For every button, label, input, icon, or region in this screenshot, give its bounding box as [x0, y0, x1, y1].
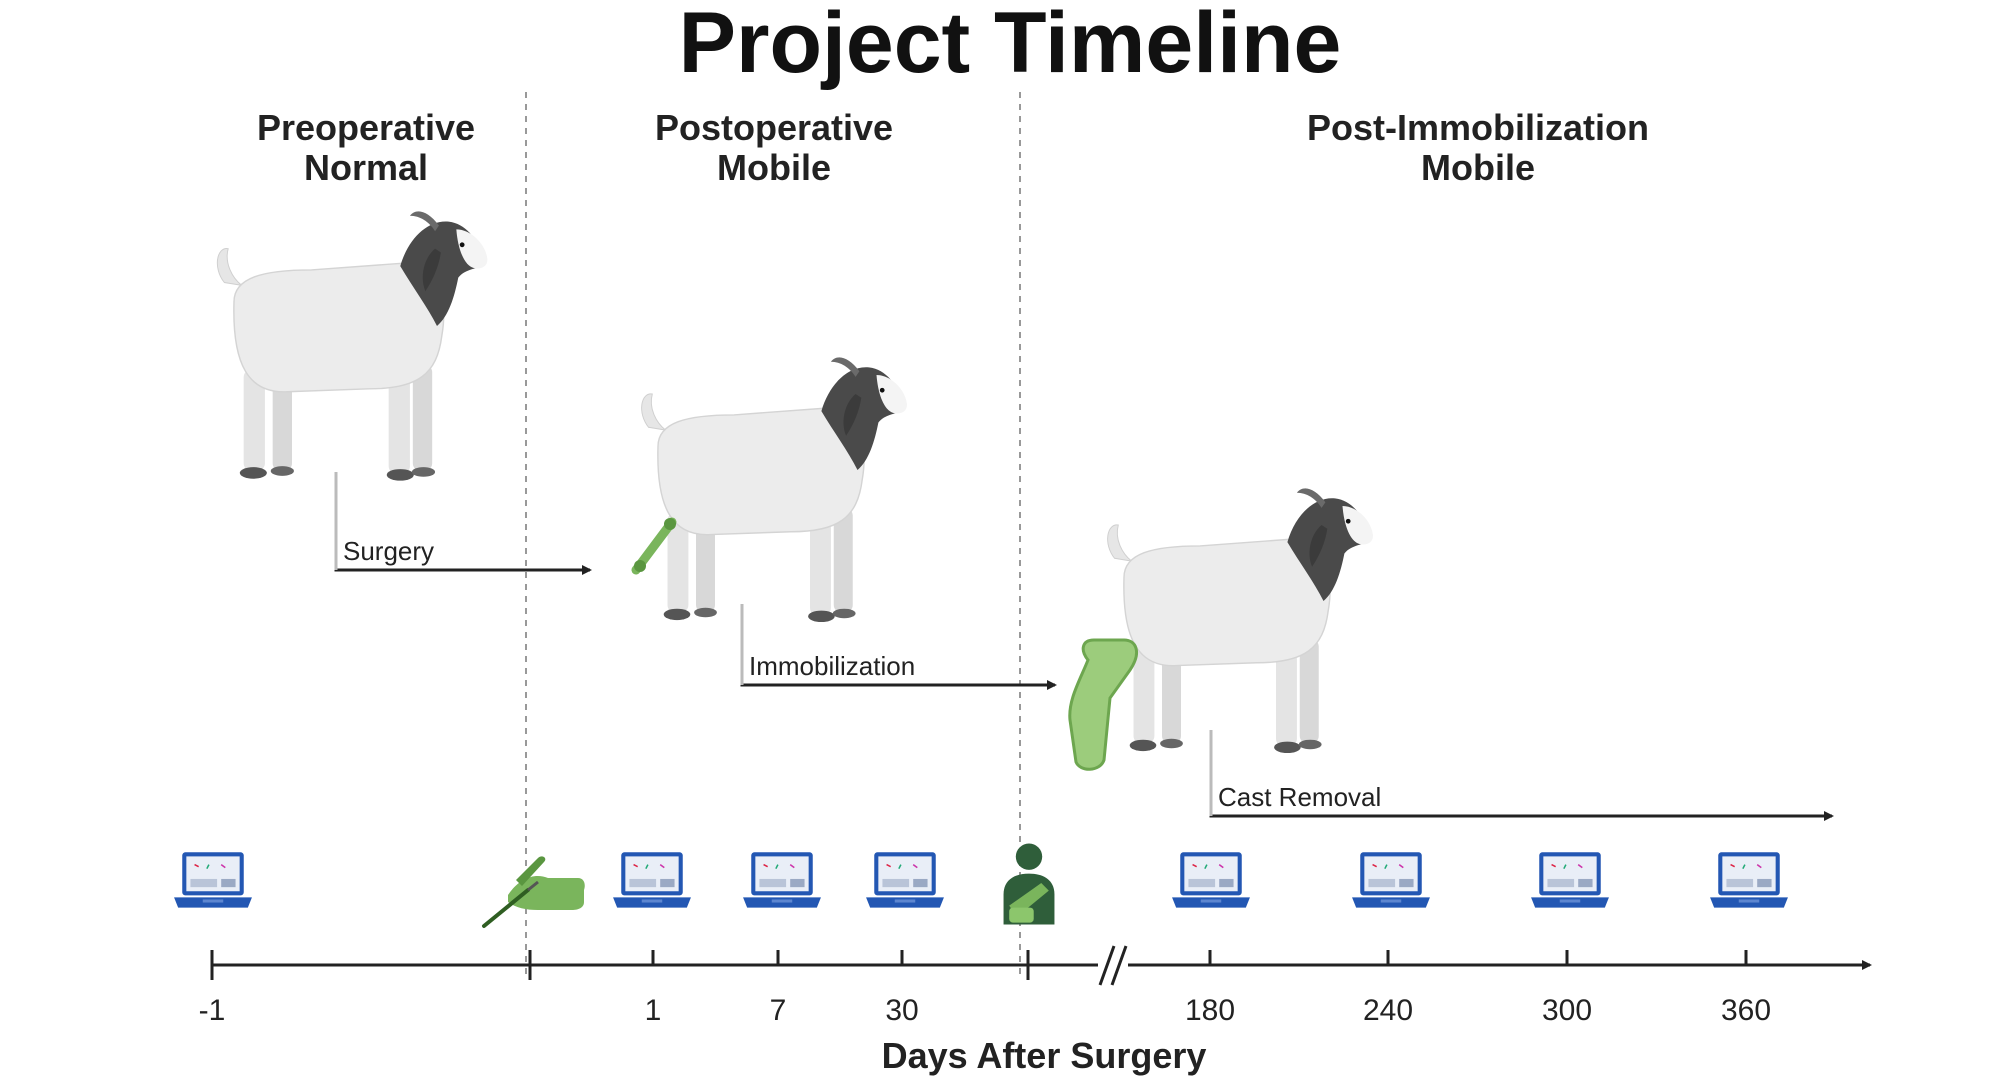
- event-label: Cast Removal: [1218, 782, 1381, 812]
- event-label: Surgery: [343, 536, 434, 566]
- phase-preoperative: Preoperative Normal: [257, 107, 475, 188]
- goat-icon: [216, 210, 489, 482]
- person-arm-sling-icon: [1003, 843, 1055, 925]
- scalpel-glove-icon: [482, 854, 587, 928]
- goat-icon: [1106, 487, 1374, 754]
- leg-cast-icon: [1068, 638, 1139, 771]
- goat-icon: [640, 356, 908, 623]
- tick-label: 300: [1542, 994, 1592, 1027]
- implant-icon: [631, 517, 677, 575]
- axis-label: Days After Surgery: [882, 1035, 1207, 1076]
- phase-title-line1: Post-Immobilization: [1307, 107, 1649, 148]
- tick-label: -1: [199, 994, 226, 1027]
- laptop-icon: [1709, 851, 1789, 909]
- phase-postoperative: Postoperative Mobile: [655, 107, 893, 188]
- phase-post-immobilization: Post-Immobilization Mobile: [1307, 107, 1649, 188]
- laptop-icon: [1530, 851, 1610, 909]
- laptop-icon: [173, 851, 253, 909]
- phase-title-line2: Mobile: [717, 147, 831, 188]
- tick-label: 360: [1721, 994, 1771, 1027]
- phase-title-line1: Postoperative: [655, 107, 893, 148]
- laptop-icon: [865, 851, 945, 909]
- laptop-icon: [742, 851, 822, 909]
- event-cast-removal: Cast Removal: [1209, 730, 1834, 821]
- axis-break-icon: [1098, 945, 1128, 986]
- event-label: Immobilization: [749, 651, 915, 681]
- event-immobilization: Immobilization: [740, 604, 1057, 690]
- phase-title-line2: Mobile: [1421, 147, 1535, 188]
- phase-title-line1: Preoperative: [257, 107, 475, 148]
- tick-label: 180: [1185, 994, 1235, 1027]
- tick-label: 1: [645, 994, 662, 1027]
- tick-label: 30: [885, 994, 918, 1027]
- laptop-icon: [1351, 851, 1431, 909]
- timeline-axis: -1 1 7 30 180 240 300 360 Days After Sur…: [199, 945, 1872, 1076]
- tick-label: 240: [1363, 994, 1413, 1027]
- event-surgery: Surgery: [334, 472, 592, 575]
- laptop-icon: [612, 851, 692, 909]
- phase-title-line2: Normal: [304, 147, 428, 188]
- laptop-icon: [1171, 851, 1251, 909]
- tick-label: 7: [770, 994, 787, 1027]
- page-title: Project Timeline: [679, 0, 1342, 91]
